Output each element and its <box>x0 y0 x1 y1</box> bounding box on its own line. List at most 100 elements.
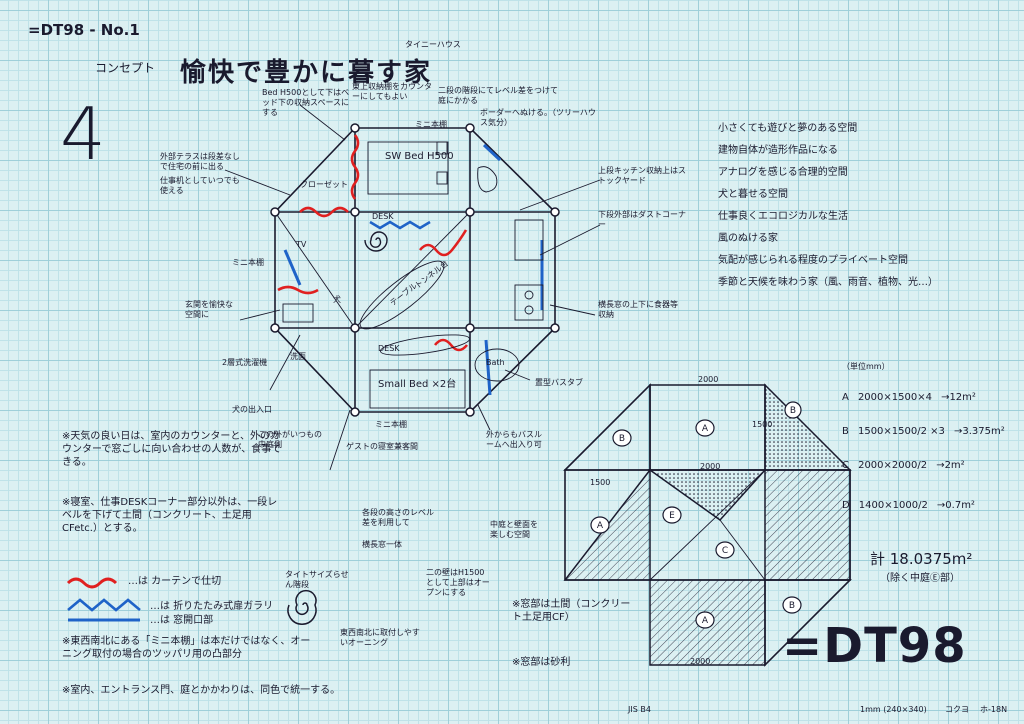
area-result: →12m² <box>941 392 976 403</box>
label-sw-bed: SW Bed H500 <box>385 151 454 162</box>
window-blue <box>484 339 492 396</box>
plan-note: ゲストの寝室兼客間 <box>346 442 418 451</box>
label-closet: クローゼット <box>300 180 348 189</box>
curtain-red <box>350 134 360 200</box>
plan-note: Bed H500として下はベッド下の収納スペースにする <box>262 88 350 117</box>
dim-top: 2000 <box>698 375 719 384</box>
concept-item: 季節と天候を味わう家（風、雨音、植物、光…） <box>718 277 938 288</box>
area-unit: （単位mm） <box>842 362 890 371</box>
area-letter: D <box>842 500 850 511</box>
area-expr: 2000×1500×4 <box>857 392 932 403</box>
label-tv: TV <box>296 240 307 249</box>
svg-text:A: A <box>597 521 604 531</box>
spiral-stair <box>364 231 388 252</box>
label-shelf-left: ミニ本棚 <box>232 258 264 267</box>
bottom-note: ※室内、エントランス門、庭とかかわりは、同色で統一する。 <box>62 685 341 696</box>
plan-note: 各段の高さのレベル差を利用して <box>362 508 434 527</box>
plan-note: 犬の出入口 <box>232 405 272 414</box>
curtain-red <box>418 229 468 257</box>
diagonal-line <box>274 211 356 329</box>
bottom-note: ※東西南北にある「ミニ本棚」は本だけではなく、オーニング取付の場合のツッパリ用の… <box>62 636 311 660</box>
label-desk-top: DESK <box>372 212 394 221</box>
dim-bottom: 2000 <box>690 657 711 666</box>
window-blue <box>283 249 302 286</box>
diagonal-line <box>354 211 471 329</box>
label-shelf-bottom: ミニ本棚 <box>375 420 407 429</box>
area-result: →3.375m² <box>954 426 1005 437</box>
stove-box <box>514 284 544 321</box>
window-blue <box>482 143 502 162</box>
legend-label-red: …は カーテンで仕切 <box>128 576 222 587</box>
area-row: B 1500×1500/2 ×3 →3.375m² <box>842 419 1022 453</box>
label-desk-bottom: DESK <box>378 344 400 353</box>
svg-text:B: B <box>789 601 795 611</box>
plan-note: 外部テラスは段差なしで住宅の前に出る <box>160 152 240 171</box>
area-row: A 2000×1500×4 →12m² <box>842 385 1022 419</box>
table <box>359 260 445 330</box>
plan-note: 二段の階段にてレベル差をつけて庭にかかる <box>438 86 558 105</box>
plan-note: 外からもバスルームへ出入り可 <box>486 430 542 449</box>
area-letters: ABB CEB AA <box>597 406 796 626</box>
svg-text:B: B <box>619 434 625 444</box>
svg-text:E: E <box>669 511 675 521</box>
spiral-symbol <box>287 589 317 625</box>
area-expr: 1400×1000/2 <box>858 500 928 511</box>
concept-item: 小さくても遊びと夢のある空間 <box>718 123 858 134</box>
plan-note: 上段キッチン収納上はストックヤード <box>598 166 686 185</box>
plan-note: 横長窓の上下に食器等収納 <box>598 300 678 319</box>
area-total: 計 18.0375m² <box>870 550 973 568</box>
svg-text:C: C <box>722 546 728 556</box>
area-expr: 1500×1500/2 ×3 <box>857 426 945 437</box>
plan-note: 2層式洗濯機 <box>222 358 268 367</box>
plan-note: この外がいつもの中庭側 <box>258 430 322 449</box>
svg-text:A: A <box>702 424 709 434</box>
toilet <box>477 166 498 193</box>
page-number: 4 <box>60 92 106 176</box>
small-bed <box>369 369 466 409</box>
area-letter: C <box>842 460 849 471</box>
plan-note: 下段外部はダストコーナー <box>598 210 686 229</box>
plan-note: 置型バスタブ <box>535 378 583 387</box>
footer-size: 1mm (240×340) <box>860 705 927 714</box>
plan-outline <box>274 127 556 413</box>
area-note: （除く中庭Ⓔ部） <box>880 573 960 584</box>
curtain-red <box>433 338 469 352</box>
concept-item: 気配が感じられる程度のプライベート空間 <box>718 255 908 266</box>
plan-note: 東上収納棚をカウンターにしてもよい <box>352 82 432 101</box>
plan-note: 玄関を愉快な空間に <box>185 300 233 319</box>
bathtub <box>474 348 520 382</box>
washer <box>282 303 314 323</box>
label-dog: 犬 <box>333 295 341 304</box>
dim-right: 1500 <box>752 420 773 429</box>
legend-blue-zigzag <box>67 598 141 612</box>
label-wash: 洗面 <box>290 352 306 361</box>
concept-item: 建物自体が造形作品になる <box>718 145 838 156</box>
folding-door-blue <box>369 220 431 230</box>
footer-code: ホ-18N <box>980 705 1008 714</box>
bed-item <box>436 171 448 185</box>
area-expr: 2000×2000/2 <box>858 460 928 471</box>
bed-item <box>436 141 448 155</box>
footer-maker: コクヨ <box>945 705 969 714</box>
legend-label-blue: …は 折りたたみ式扉ガラリ <box>150 601 274 612</box>
drawing-id: =DT98 - No.1 <box>28 21 140 39</box>
dim-inner: 2000 <box>700 462 721 471</box>
plan-note: 二の壁はH1500として上部はオープンにする <box>426 568 490 597</box>
area-diagram <box>563 383 852 667</box>
spiral-caption: タイトサイズらせん階段 <box>285 570 349 589</box>
bottom-note: ※寝室、仕事DESKコーナー部分以外は、一段レベルを下げて土間（コンクリート、土… <box>62 497 278 534</box>
leader-lines <box>224 104 601 471</box>
bottom-note: ※窓部は砂利 <box>512 657 571 668</box>
concept-item: アナログを感じる合理的空間 <box>718 167 848 178</box>
brand-big: =DT98 <box>782 618 967 674</box>
footer-paper: JIS B4 <box>628 705 651 714</box>
svg-text:A: A <box>702 616 709 626</box>
concept-item: 仕事良くエコロジカルな生活 <box>718 211 848 222</box>
concept-label: コンセプト <box>95 61 156 75</box>
area-result: →0.7m² <box>936 500 975 511</box>
plan-note: ボーダーへぬける。（ツリーハウス気分） <box>480 108 596 127</box>
bottom-note: ※窓部は土間（コンクリート土足用CF） <box>512 599 631 623</box>
plan-note: 中庭と壁面を楽しむ空間 <box>490 520 538 539</box>
